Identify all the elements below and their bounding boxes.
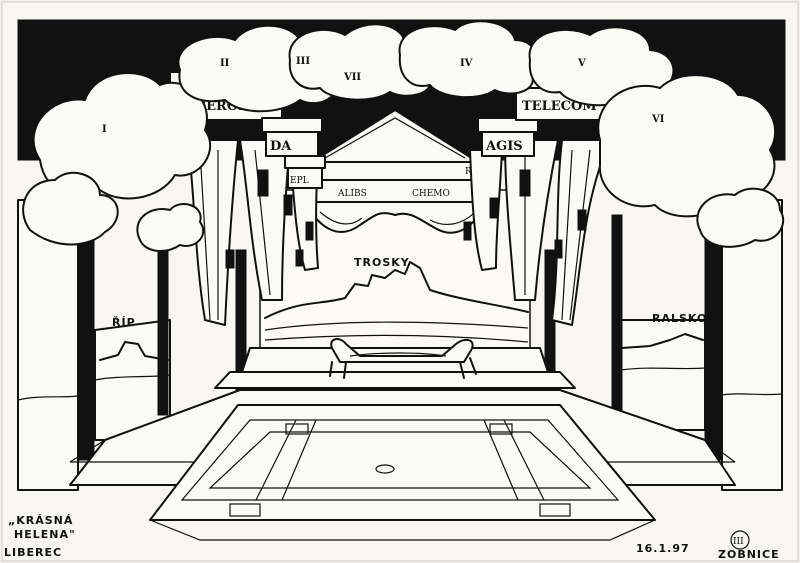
tassels: [225, 169, 587, 269]
entablature: [304, 161, 486, 181]
column-right-2: [611, 214, 623, 416]
rip-hill: [99, 341, 169, 361]
column-left-1: [77, 209, 95, 461]
roman-4: IV: [460, 58, 473, 69]
swag-fold-1: [319, 211, 363, 225]
capital-right-2: AGIS: [477, 117, 539, 157]
caption-city: LIBEREC: [4, 546, 62, 559]
right-drape-3: [469, 149, 503, 271]
roman-3: III: [296, 56, 310, 67]
floor-square-4: [539, 503, 571, 517]
banner-pediment-right: CHEMO: [412, 189, 450, 199]
capital-left-2: DA: [261, 117, 323, 157]
signature-mark: [730, 530, 750, 550]
floor-border-2: [208, 431, 592, 489]
roman-5: V: [577, 58, 586, 69]
left-drape-2: [239, 139, 291, 301]
roman-1: I: [102, 124, 107, 135]
cloud-small-left: [136, 203, 205, 252]
left-drape-1-fold-a: [199, 149, 211, 321]
stage-edge: [69, 439, 736, 463]
left-drape-1: [187, 139, 239, 326]
caption-signature: ZOBNICE: [718, 548, 780, 561]
cloud-lower-left: [22, 171, 119, 246]
caption-title-1: „KRÁSNÁ: [8, 514, 73, 527]
right-horizon: [619, 367, 706, 371]
banner-agis: AGIS: [485, 139, 523, 154]
label-trosky: TROSKY: [354, 256, 410, 269]
right-drape-1: [551, 139, 611, 326]
right-wall-line: [721, 393, 783, 396]
upper-step: [214, 371, 576, 389]
roman-2: II: [220, 58, 230, 69]
horizon-line-1: [264, 321, 529, 331]
right-drape-2: [504, 139, 559, 301]
right-drape-1-fold-b: [569, 149, 591, 321]
clouds: [22, 20, 785, 252]
banner-epl: EPL: [290, 176, 309, 186]
swag-fold-2: [429, 211, 476, 226]
right-outer-wall: [721, 199, 783, 491]
scroll-right-3: [454, 123, 467, 139]
chaise-longue: [329, 338, 477, 379]
floor-square-3: [229, 503, 261, 517]
left-wall-line: [17, 395, 79, 401]
trosky-hills: [264, 261, 529, 319]
column-right-1: [704, 209, 722, 461]
floor-square-1: [285, 423, 309, 435]
label-ralsko: RALSKO: [652, 312, 707, 325]
entablature-lower: [304, 179, 486, 203]
roman-6: VI: [651, 114, 665, 125]
caption-mark: III: [733, 537, 744, 547]
caption-title-2: HELENA": [14, 528, 76, 541]
caption-date: 16.1.97: [636, 542, 690, 555]
floor-front: [149, 519, 656, 541]
floor-bands: [255, 419, 545, 501]
floor-square-2: [489, 423, 513, 435]
center-swag: [304, 201, 486, 234]
label-rip: ŘÍP: [112, 316, 136, 329]
cloud-VI: [597, 74, 777, 218]
cloud-lower-right: [696, 187, 785, 248]
roman-7: VII: [343, 72, 361, 83]
ralsko-hill: [621, 333, 704, 349]
banner-pediment-left: ALIBS: [337, 189, 367, 199]
left-outer-wall: [17, 199, 79, 491]
horizon-line-2: [264, 334, 529, 343]
floor-center-mark: [375, 464, 395, 474]
floor-border-1: [180, 419, 620, 501]
right-drape-1-fold-a: [561, 149, 573, 321]
banner-da: DA: [270, 139, 292, 154]
capital-left-3: EPL: [284, 155, 326, 189]
pediment-inner: [324, 117, 466, 159]
